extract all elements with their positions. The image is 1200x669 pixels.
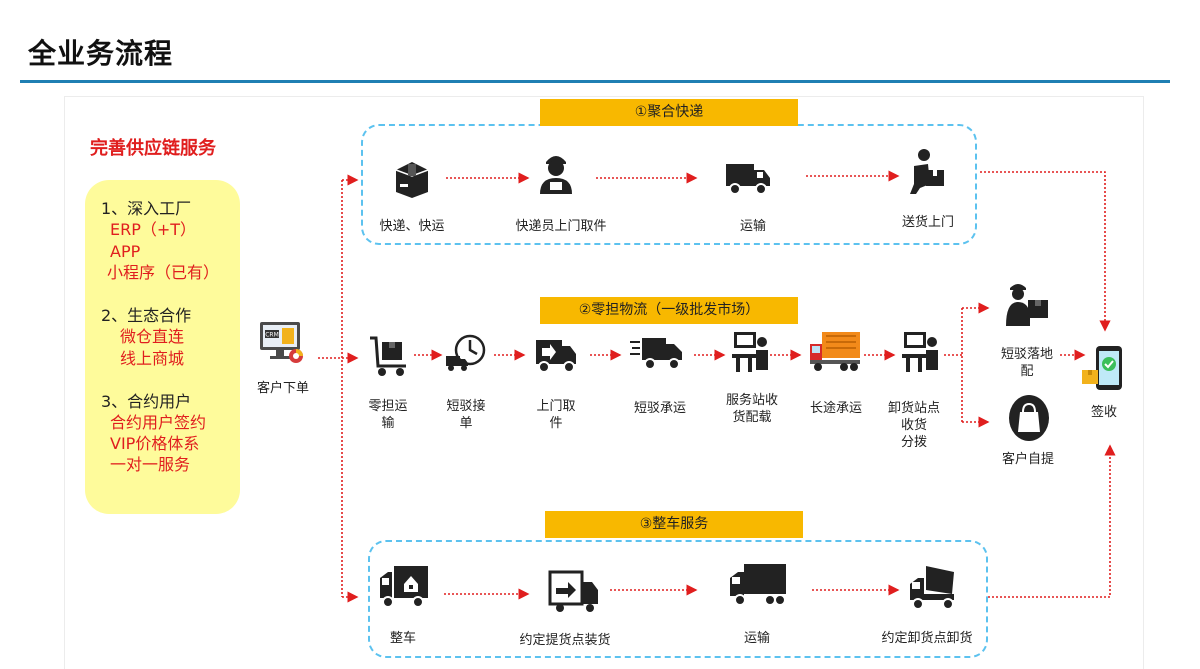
group-3-item-2: VIP价格体系: [110, 434, 200, 453]
group-1-item-1: ERP（+T）: [110, 220, 197, 239]
fast-truck-icon: [630, 334, 684, 376]
phone-check-icon: [1080, 344, 1126, 396]
ltl-step-3-label: 上门取 件: [536, 399, 576, 431]
express-banner: ①聚合快递: [540, 99, 798, 126]
clock-truck-icon: [444, 332, 488, 380]
express-step-4-label: 送货上门: [901, 215, 954, 230]
left-panel-heading: 完善供应链服务: [90, 138, 216, 159]
dump-truck-icon: [908, 562, 958, 614]
person-carrying-box-icon: [906, 148, 948, 200]
group-1-item-3: 小程序（已有）: [107, 263, 220, 282]
ltl-step-2-label: 短驳接 单: [446, 399, 486, 431]
cargo-truck-icon: [728, 562, 788, 612]
van-pickup-icon: [534, 336, 578, 378]
ftl-step-4-label: 约定卸货点卸货: [881, 631, 973, 646]
crm-computer-icon: CRM: [258, 318, 306, 370]
ftl-flow-box: [368, 540, 988, 658]
workstation-icon: [730, 330, 770, 378]
ftl-banner: ③整车服务: [545, 511, 803, 538]
title-rule: [20, 80, 1170, 83]
branch-2-label: 客户自提: [1001, 452, 1054, 467]
ftl-step-3-label: 运输: [743, 631, 770, 646]
express-step-3-label: 运输: [739, 219, 766, 234]
group-2-item-2: 线上商城: [120, 349, 185, 368]
ftl-step-1-label: 整车: [389, 631, 416, 646]
workstation-icon-2: [900, 330, 940, 378]
group-3-item-3: 一对一服务: [110, 455, 191, 474]
group-1-item-2: APP: [110, 242, 141, 261]
branch-1-label: 短驳落地 配: [1000, 347, 1053, 379]
group-3-item-1: 合约用户签约: [110, 413, 207, 432]
express-step-1-label: 快递、快运: [379, 219, 445, 234]
content-frame: [64, 96, 1144, 669]
long-haul-truck-icon: [808, 328, 862, 378]
ltl-banner: ②零担物流（一级批发市场）: [540, 297, 798, 324]
parcel-box-icon: [392, 156, 432, 204]
ltl-step-4-label: 短驳承运: [633, 401, 686, 416]
ltl-step-5-label: 服务站收 货配载: [725, 393, 778, 425]
worker-box-icon: [1004, 280, 1050, 332]
group-1-title: 1、深入工厂: [101, 199, 192, 218]
delivery-truck-icon: [724, 158, 772, 202]
group-3-title: 3、合约用户: [101, 392, 192, 411]
supply-chain-card: 1、深入工厂 ERP（+T） APP 小程序（已有） 2、生态合作 微仓直连 线…: [85, 180, 240, 514]
express-step-2-label: 快递员上门取件: [515, 219, 607, 234]
group-2-title: 2、生态合作: [101, 306, 192, 325]
start-label: 客户下单: [256, 381, 309, 396]
box-truck-icon: [378, 564, 430, 612]
ltl-step-7-label: 卸货站点 收货 分拨: [887, 401, 940, 450]
end-label: 签收: [1090, 405, 1117, 420]
page-title: 全业务流程: [28, 37, 174, 70]
svg-text:CRM: CRM: [265, 332, 279, 339]
ltl-step-6-label: 长途承运: [809, 401, 862, 416]
ltl-step-1-label: 零担运 输: [368, 399, 408, 431]
shopping-bag-icon: [1008, 394, 1050, 446]
hand-cart-icon: [368, 334, 408, 382]
loading-truck-icon: [546, 568, 600, 618]
group-2-item-1: 微仓直连: [120, 327, 185, 346]
ftl-step-2-label: 约定提货点装货: [519, 633, 611, 648]
courier-person-icon: [536, 150, 576, 198]
